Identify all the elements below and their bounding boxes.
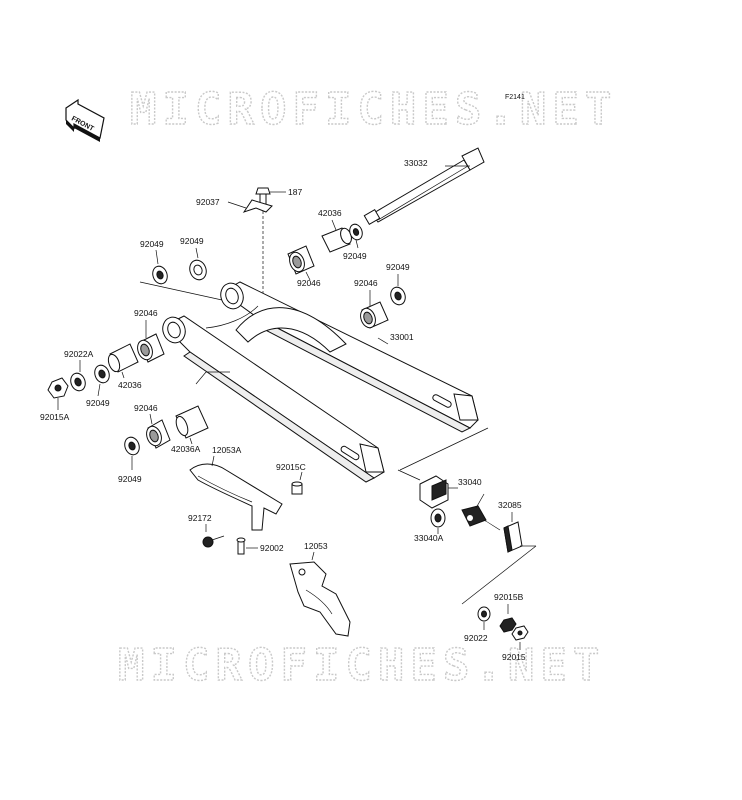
label-92049-f: 92049 — [118, 474, 142, 484]
label-92049-e: 92049 — [86, 398, 110, 408]
adjuster-plate-part — [461, 505, 501, 531]
washer-92049-left-part — [94, 364, 110, 384]
label-42036-left: 42036 — [118, 380, 142, 390]
label-92046-b: 92046 — [354, 278, 378, 288]
bolt-92002-part — [236, 537, 246, 555]
bolt-187-part — [255, 187, 271, 300]
label-92022A: 92022A — [64, 349, 94, 359]
label-42036-top: 42036 — [318, 208, 342, 218]
bearing-92046-left-part — [137, 333, 165, 363]
label-92015A: 92015A — [40, 412, 70, 422]
sleeve-42036-top-part — [321, 227, 352, 253]
washer-92049-tl1-part — [152, 265, 168, 285]
washer-92049-tl2-part — [189, 259, 207, 281]
label-92049-c: 92049 — [386, 262, 410, 272]
label-92172: 92172 — [188, 513, 212, 523]
label-92046-d: 92046 — [134, 403, 158, 413]
label-92015: 92015 — [502, 652, 526, 662]
sleeve-42036-left-part — [107, 343, 139, 373]
washer-92049-upper-part — [349, 223, 363, 241]
label-32085: 32085 — [498, 500, 522, 510]
clip-92037-part — [242, 199, 273, 213]
label-92049-a: 92049 — [140, 239, 164, 249]
label-42036A: 42036A — [171, 444, 201, 454]
label-92046-c: 92046 — [134, 308, 158, 318]
label-12053: 12053 — [304, 541, 328, 551]
nut-92015-part — [511, 625, 529, 641]
label-92049-b: 92049 — [343, 251, 367, 261]
label-92046-a: 92046 — [297, 278, 321, 288]
label-92037: 92037 — [196, 197, 220, 207]
label-92002: 92002 — [260, 543, 284, 553]
washer-92049-right-part — [390, 286, 406, 306]
label-187: 187 — [288, 187, 302, 197]
label-92049-d: 92049 — [180, 236, 204, 246]
adjuster-33040-part — [419, 475, 449, 509]
label-12053A: 12053A — [212, 445, 242, 455]
collar-92015C-part — [291, 481, 303, 495]
label-92022: 92022 — [464, 633, 488, 643]
label-33001: 33001 — [390, 332, 414, 342]
label-33040A: 33040A — [414, 533, 444, 543]
washer-92049-lower-part — [124, 436, 140, 456]
adjuster-33040A-part — [430, 508, 446, 528]
screw-92172-part — [202, 535, 225, 548]
figure-code: F2141 — [505, 94, 525, 101]
pivot-shaft-part — [363, 147, 485, 226]
block-32085-part — [503, 521, 523, 553]
sleeve-42036A-part — [175, 405, 209, 439]
label-33032: 33032 — [404, 158, 428, 168]
label-92015C: 92015C — [276, 462, 306, 472]
chain-guide-12053A-part — [189, 463, 283, 531]
watermark-top: MICROFICHES.NET — [130, 84, 617, 135]
label-33040: 33040 — [458, 477, 482, 487]
label-92015B: 92015B — [494, 592, 524, 602]
front-arrow-icon: FRONT — [65, 98, 105, 142]
watermark-bottom: MICROFICHES.NET — [118, 640, 605, 691]
nut-92022A-part — [70, 372, 86, 392]
washer-92022-part — [477, 606, 491, 622]
nut-92015A-part — [47, 377, 69, 399]
nut-92015B-part — [499, 617, 517, 633]
cover-12053-part — [289, 561, 351, 637]
bearing-92046-lower-part — [146, 419, 171, 449]
bearing-92046-top-part — [287, 245, 315, 275]
swingarm-33001-part — [162, 281, 479, 483]
bearing-92046-right-part — [360, 301, 389, 329]
